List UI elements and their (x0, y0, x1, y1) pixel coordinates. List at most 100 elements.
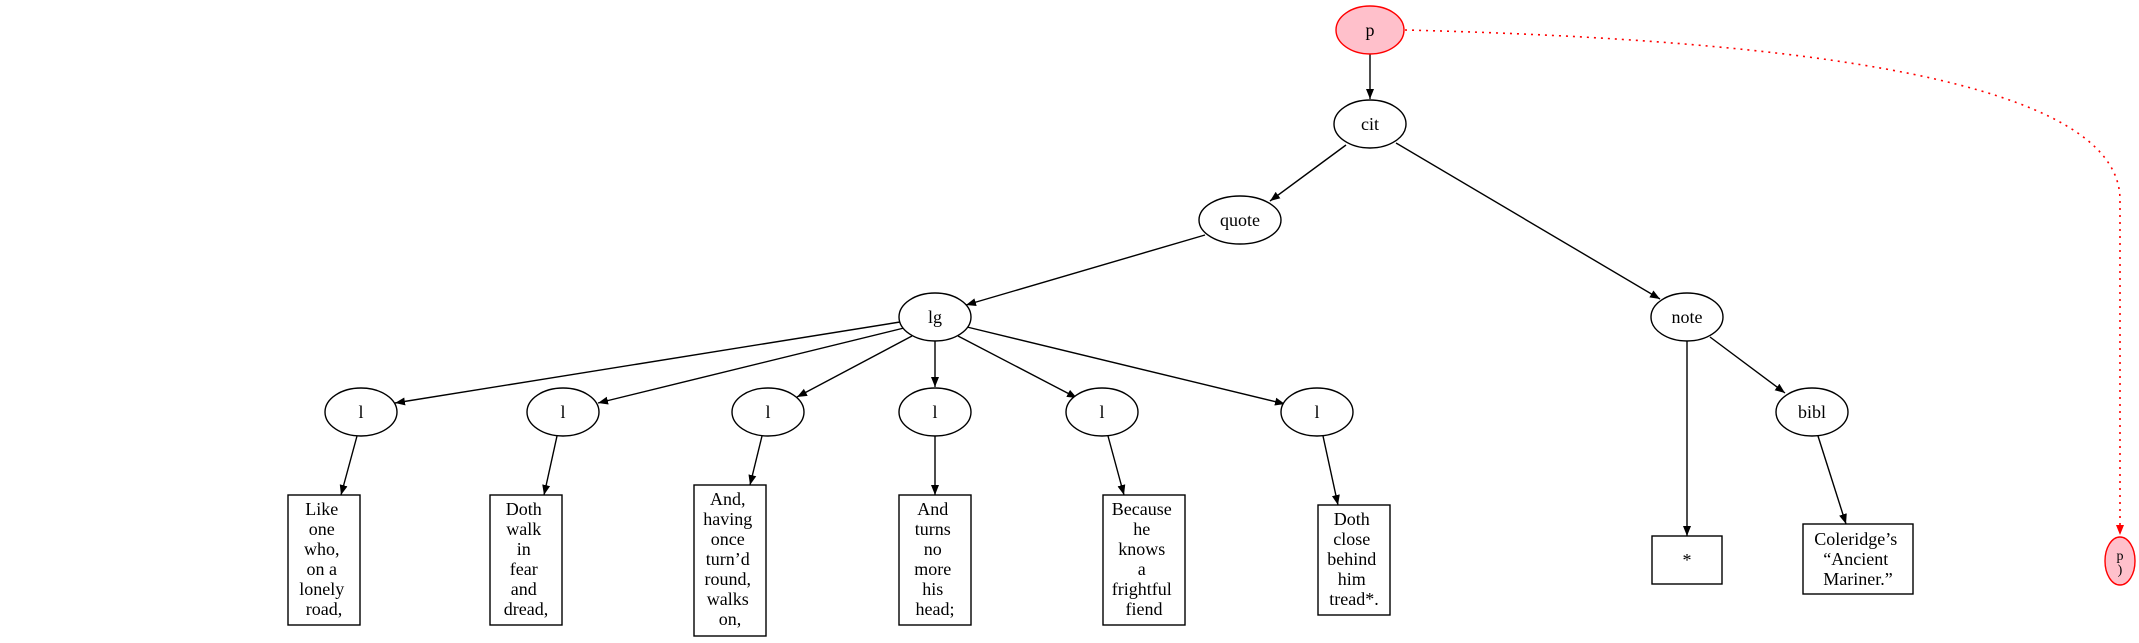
text-line: once (711, 529, 745, 549)
text-box-8: Coleridge’s “Ancient Mariner.” (1802, 523, 1914, 595)
node-label: l (358, 402, 363, 422)
text-line: in (517, 539, 531, 559)
text-line: more (914, 559, 951, 579)
node-quote: quote (1198, 195, 1282, 245)
node-label-line: p (2117, 549, 2124, 564)
text-box-content: Like one who, on a lonely road, (299, 499, 349, 619)
text-box-content: Doth close behind him tread*. (1327, 509, 1381, 609)
text-box-content: Because he knows a frightful fiend (1112, 499, 1177, 619)
text-line: Doth (1334, 509, 1370, 529)
node-label: bibl (1798, 402, 1826, 422)
text-box-content: Coleridge’s “Ancient Mariner.” (1814, 529, 1902, 589)
text-box-content: And turns no more his head; (914, 499, 955, 619)
edge-bibl-t8 (1817, 435, 1847, 525)
text-line: one (309, 519, 335, 539)
node-l4: l (898, 387, 972, 437)
edge-l5-t5 (1107, 435, 1126, 496)
text-line: Mariner.” (1823, 569, 1892, 589)
node-label: quote (1220, 210, 1260, 230)
text-line: no (924, 539, 942, 559)
text-line: “Ancient (1823, 549, 1888, 569)
edge-note-bibl (1709, 336, 1786, 394)
text-line: lonely (299, 579, 344, 599)
text-line: Coleridge’s (1814, 529, 1897, 549)
text-line: having (703, 509, 752, 529)
text-line: frightful (1112, 579, 1172, 599)
text-box-7: * (1651, 535, 1723, 585)
edge-lg-l3 (796, 335, 913, 398)
edge-p-next-dotted (1404, 29, 2124, 535)
edge-l1-t1 (339, 435, 358, 496)
text-line: he (1133, 519, 1150, 539)
edge-lg-l5 (957, 335, 1078, 399)
edge-lg-l6 (966, 326, 1286, 406)
node-label: l (1314, 402, 1319, 422)
text-line: behind (1327, 549, 1376, 569)
text-box-1: Like one who, on a lonely road, (287, 494, 361, 626)
text-box-6: Doth close behind him tread*. (1317, 504, 1391, 616)
node-label: p (1366, 20, 1375, 40)
text-box-2: Doth walk in fear and dread, (489, 494, 563, 626)
text-line: on, (719, 609, 742, 629)
node-l2: l (526, 387, 600, 437)
text-box-content: And, having once turn’d round, walks on, (703, 489, 757, 629)
text-line: road, (306, 599, 342, 619)
text-line: walks (707, 589, 749, 609)
node-l5: l (1065, 387, 1139, 437)
text-box-content: * (1683, 550, 1692, 570)
text-line: And (917, 499, 948, 519)
text-line: close (1333, 529, 1370, 549)
edge-l6-t6 (1322, 435, 1340, 506)
edge-lg-l2 (597, 327, 905, 405)
text-line: And, (710, 489, 746, 509)
node-l3: l (731, 387, 805, 437)
edge-cit-quote (1269, 144, 1347, 202)
node-label: l (560, 402, 565, 422)
node-label: lg (928, 307, 942, 327)
text-line: Doth (506, 499, 542, 519)
node-label: note (1672, 307, 1703, 327)
text-line: him (1338, 569, 1366, 589)
text-line: his (922, 579, 943, 599)
text-line: tread*. (1329, 589, 1378, 609)
text-line: turn’d (706, 549, 750, 569)
text-line: a (1138, 559, 1146, 579)
edges (339, 29, 2124, 536)
text-line: fiend (1126, 599, 1163, 619)
text-box-4: And turns no more his head; (898, 494, 972, 626)
node-cit: cit (1333, 99, 1407, 149)
node-lg: lg (898, 292, 972, 342)
node-label-line: ) (2118, 563, 2123, 578)
text-line: * (1683, 550, 1692, 570)
node-l1: l (324, 387, 398, 437)
edge-l3-t3 (748, 435, 763, 486)
node-p-root: p (1335, 5, 1405, 55)
text-line: Like (305, 499, 338, 519)
text-line: who, (304, 539, 340, 559)
node-bibl: bibl (1775, 387, 1849, 437)
edge-quote-lg (965, 234, 1206, 307)
text-line: round, (705, 569, 752, 589)
edge-cit-note (1395, 142, 1661, 300)
text-box-3: And, having once turn’d round, walks on, (693, 484, 767, 637)
text-line: Because (1112, 499, 1172, 519)
text-box-5: Because he knows a frightful fiend (1102, 494, 1186, 626)
node-note: note (1650, 292, 1724, 342)
edge-lg-l1 (394, 321, 901, 406)
text-line: head; (916, 599, 955, 619)
node-l6: l (1280, 387, 1354, 437)
text-line: dread, (504, 599, 548, 619)
node-label: cit (1361, 114, 1379, 134)
node-label: l (1099, 402, 1104, 422)
text-line: knows (1118, 539, 1165, 559)
text-line: fear (510, 559, 538, 579)
edge-l2-t2 (542, 435, 558, 496)
text-line: walk (506, 519, 541, 539)
text-line: and (511, 579, 537, 599)
node-label: l (932, 402, 937, 422)
text-box-content: Doth walk in fear and dread, (504, 499, 548, 619)
node-p-next: p ) (2104, 536, 2136, 586)
text-line: turns (915, 519, 951, 539)
text-line: on a (307, 559, 338, 579)
